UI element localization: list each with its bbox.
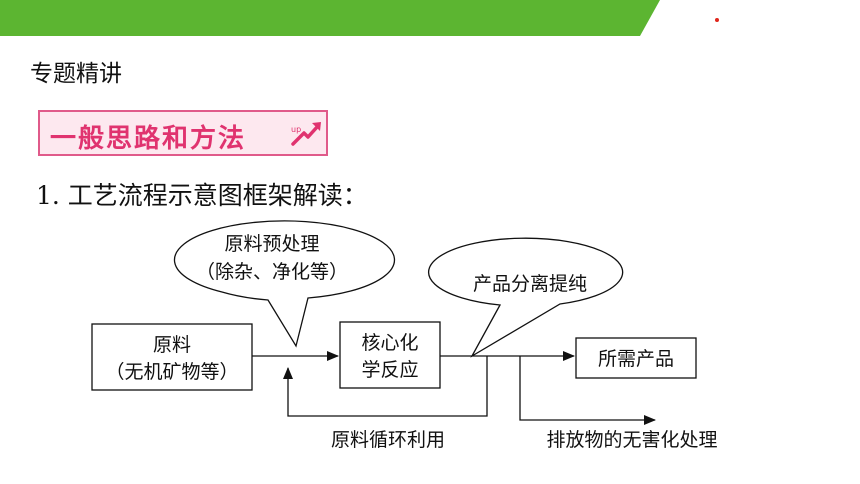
emission-arrow — [519, 356, 656, 425]
raw-material-label-2: （无机矿物等） — [105, 361, 238, 383]
top-banner — [0, 0, 719, 36]
product-box — [575, 337, 697, 379]
pretreatment-callout — [173, 220, 396, 348]
method-banner: 一般思路和方法 up — [38, 110, 328, 156]
method-label: 一般思路和方法 — [50, 124, 247, 154]
emission-label: 排放物的无害化处理 — [546, 429, 717, 451]
core-reaction-box — [339, 321, 441, 389]
core-reaction-label-1: 核心化 — [361, 332, 418, 354]
svg-text:up: up — [291, 125, 301, 134]
pretreatment-label-2: （除杂、净化等） — [196, 261, 348, 283]
green-band — [0, 0, 660, 36]
core-reaction-label-2: 学反应 — [361, 359, 418, 381]
recycle-label: 原料循环利用 — [331, 429, 445, 451]
red-dot — [715, 18, 719, 22]
product-label: 所需产品 — [598, 348, 674, 370]
raw-material-label-1: 原料 — [153, 334, 191, 356]
raw-material-box — [91, 323, 253, 391]
section-title: 专题精讲 — [30, 61, 122, 87]
pretreatment-label-1: 原料预处理 — [224, 233, 319, 255]
recycle-loop-arrow — [283, 356, 488, 417]
separation-callout — [428, 237, 624, 358]
step-title: 1. 工艺流程示意图框架解读： — [36, 181, 368, 210]
up-arrow-icon: up — [291, 122, 321, 146]
separation-label: 产品分离提纯 — [473, 273, 587, 295]
